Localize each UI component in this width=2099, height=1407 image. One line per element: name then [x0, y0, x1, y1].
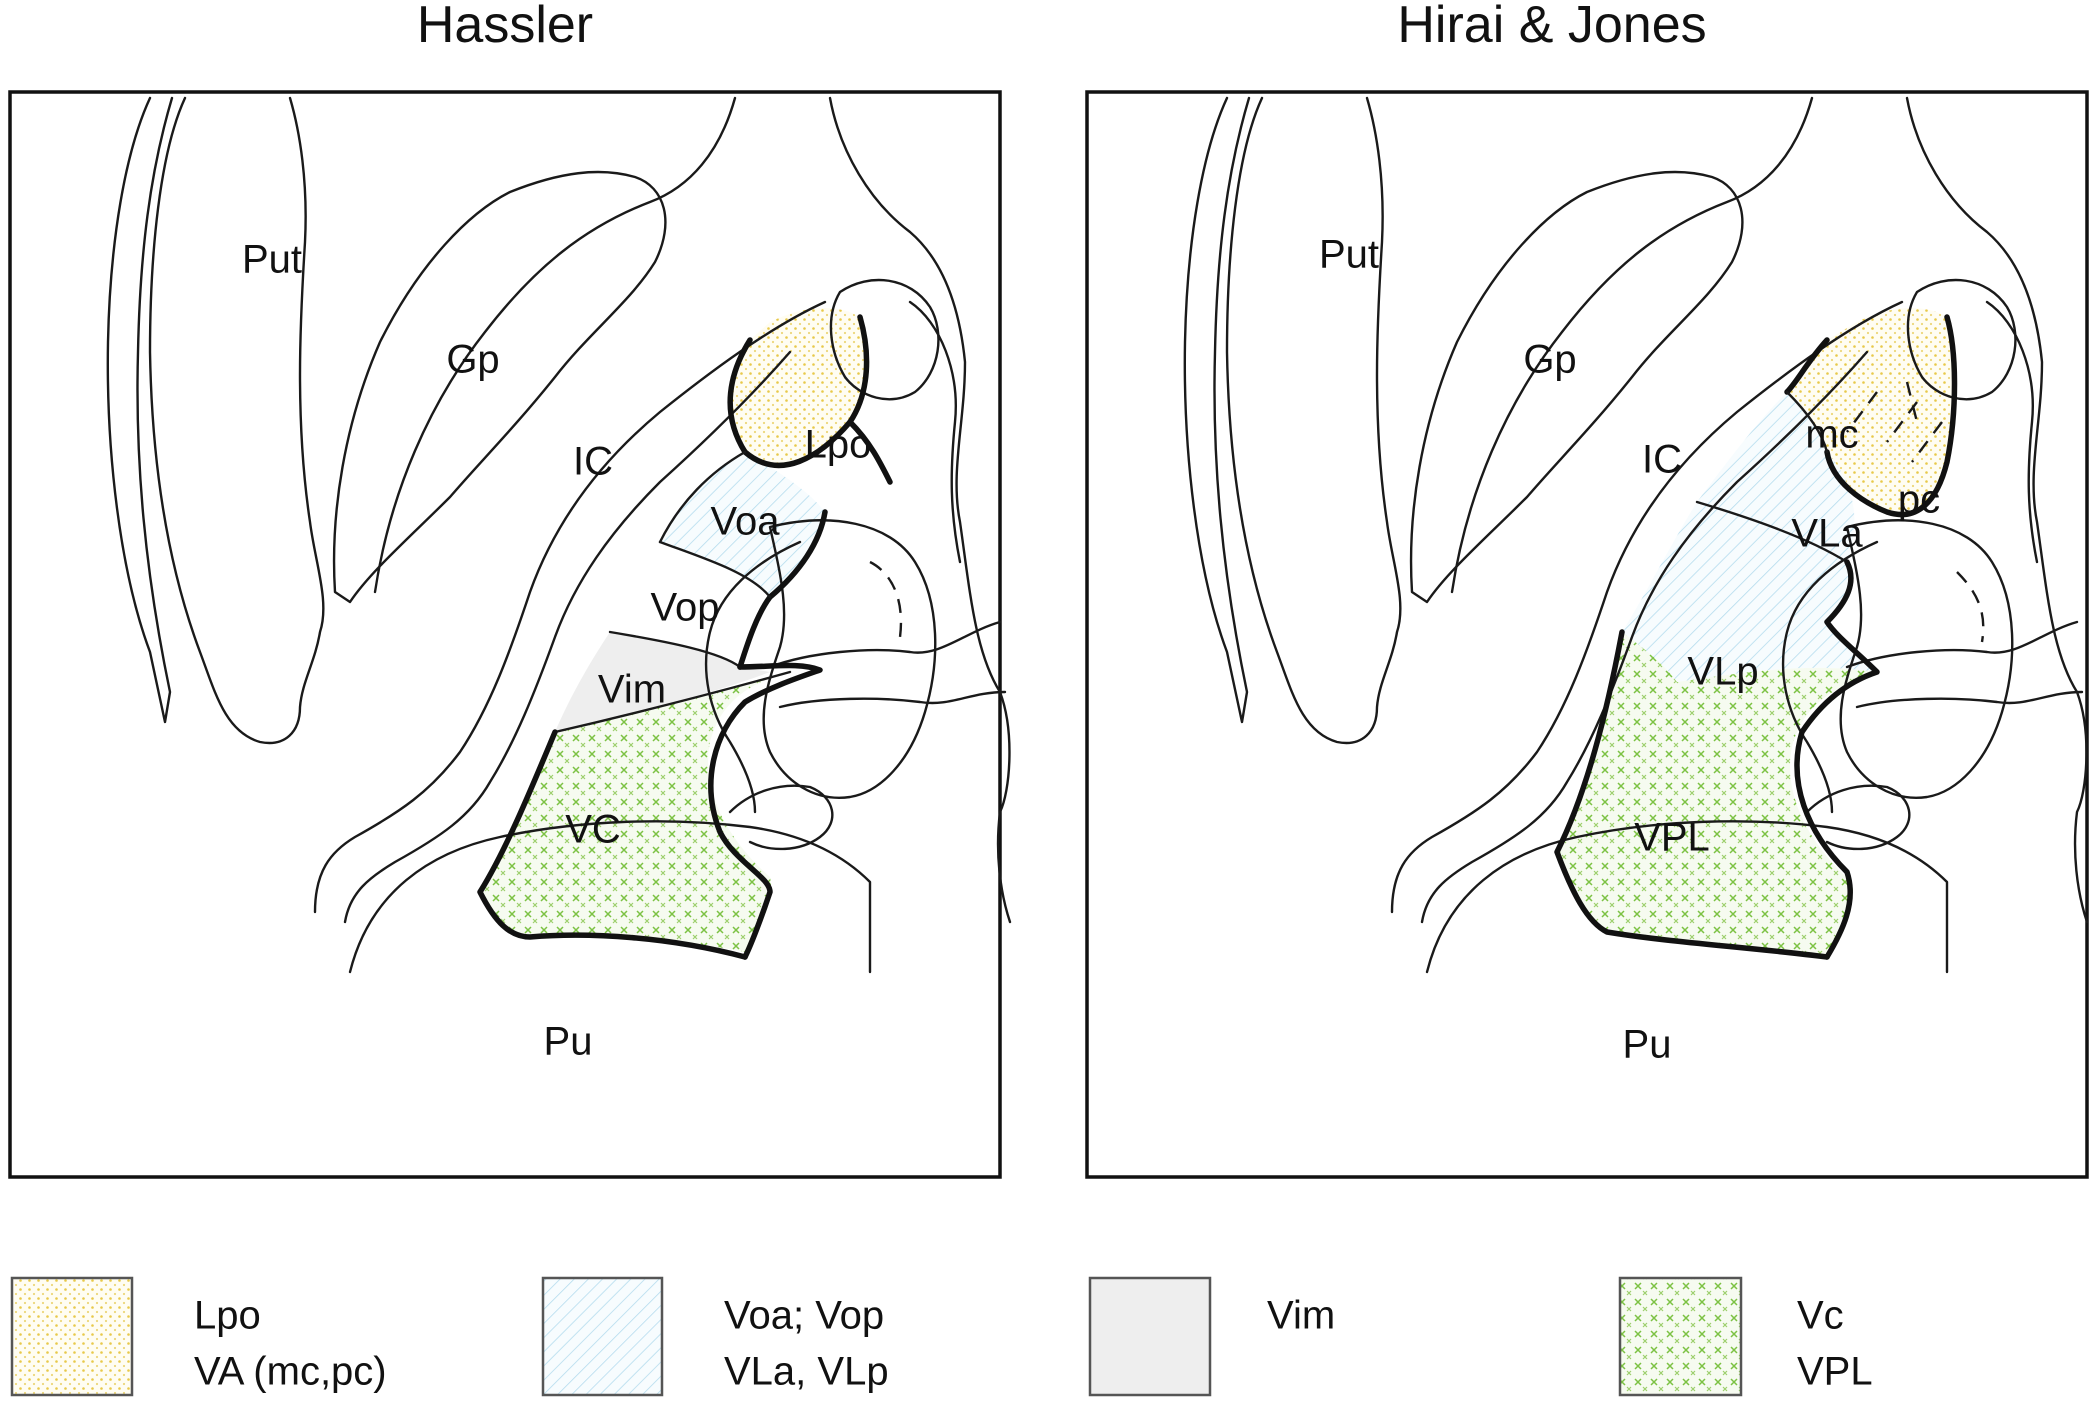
legend-label-2: VPL — [1797, 1350, 1873, 1394]
legend-item-lpo-va: Lpo VA (mc,pc) — [10, 1276, 387, 1397]
region-vpl — [1557, 632, 1877, 957]
panel-frame — [8, 90, 1002, 1179]
label-pu: Pu — [1623, 1023, 1672, 1067]
region-vla — [1697, 392, 1855, 562]
label-put: Put — [1319, 233, 1379, 277]
label-put: Put — [242, 238, 302, 282]
legend-swatch-gray — [1088, 1276, 1212, 1397]
label-vlp: VLp — [1687, 650, 1758, 694]
panel-title: Hirai & Jones — [1397, 0, 1706, 54]
panel-frame — [1085, 90, 2089, 1179]
legend-swatch-cross — [1618, 1276, 1743, 1397]
label-gp: Gp — [446, 338, 499, 382]
label-mc: mc — [1805, 413, 1858, 457]
region-vim — [555, 632, 770, 732]
legend-label-1: Lpo — [194, 1294, 261, 1338]
label-vop: Vop — [651, 586, 720, 630]
legend: Lpo VA (mc,pc) Voa; Vop VLa, VLp Vim Vc … — [10, 1276, 1873, 1397]
legend-label-2: VA (mc,pc) — [194, 1350, 387, 1394]
panel-hirai-jones: Hirai & Jones Put Gp IC mc pc VLa VLp VP… — [1085, 0, 2089, 1179]
label-vpl: VPL — [1634, 816, 1710, 860]
region-vlp — [1622, 502, 1877, 682]
panel-hassler: Hassler Put Gp IC Lpo Voa Vop Vim VC Pu — [8, 0, 1012, 1179]
legend-label-1: Vim — [1267, 1294, 1335, 1338]
region-voa — [660, 452, 825, 597]
label-vla: VLa — [1791, 512, 1863, 556]
legend-label-1: Vc — [1797, 1294, 1844, 1338]
label-vc: VC — [565, 808, 621, 852]
label-pc: pc — [1898, 478, 1940, 522]
legend-item-vc-vpl: Vc VPL — [1618, 1276, 1873, 1397]
label-lpo: Lpo — [805, 423, 872, 467]
legend-label-2: VLa, VLp — [724, 1350, 889, 1394]
legend-swatch-hatch — [541, 1276, 664, 1397]
label-pu: Pu — [544, 1020, 593, 1064]
region-vc — [480, 672, 790, 952]
label-voa: Voa — [711, 500, 781, 544]
legend-swatch-dots — [10, 1276, 134, 1397]
label-vim: Vim — [598, 668, 666, 712]
panel-title: Hassler — [417, 0, 593, 54]
legend-item-voa-vop: Voa; Vop VLa, VLp — [541, 1276, 889, 1397]
legend-label-1: Voa; Vop — [724, 1294, 884, 1338]
label-ic: IC — [573, 440, 613, 484]
legend-item-vim: Vim — [1088, 1276, 1335, 1397]
label-gp: Gp — [1523, 338, 1576, 382]
region-vop — [610, 542, 770, 667]
label-ic: IC — [1642, 438, 1682, 482]
